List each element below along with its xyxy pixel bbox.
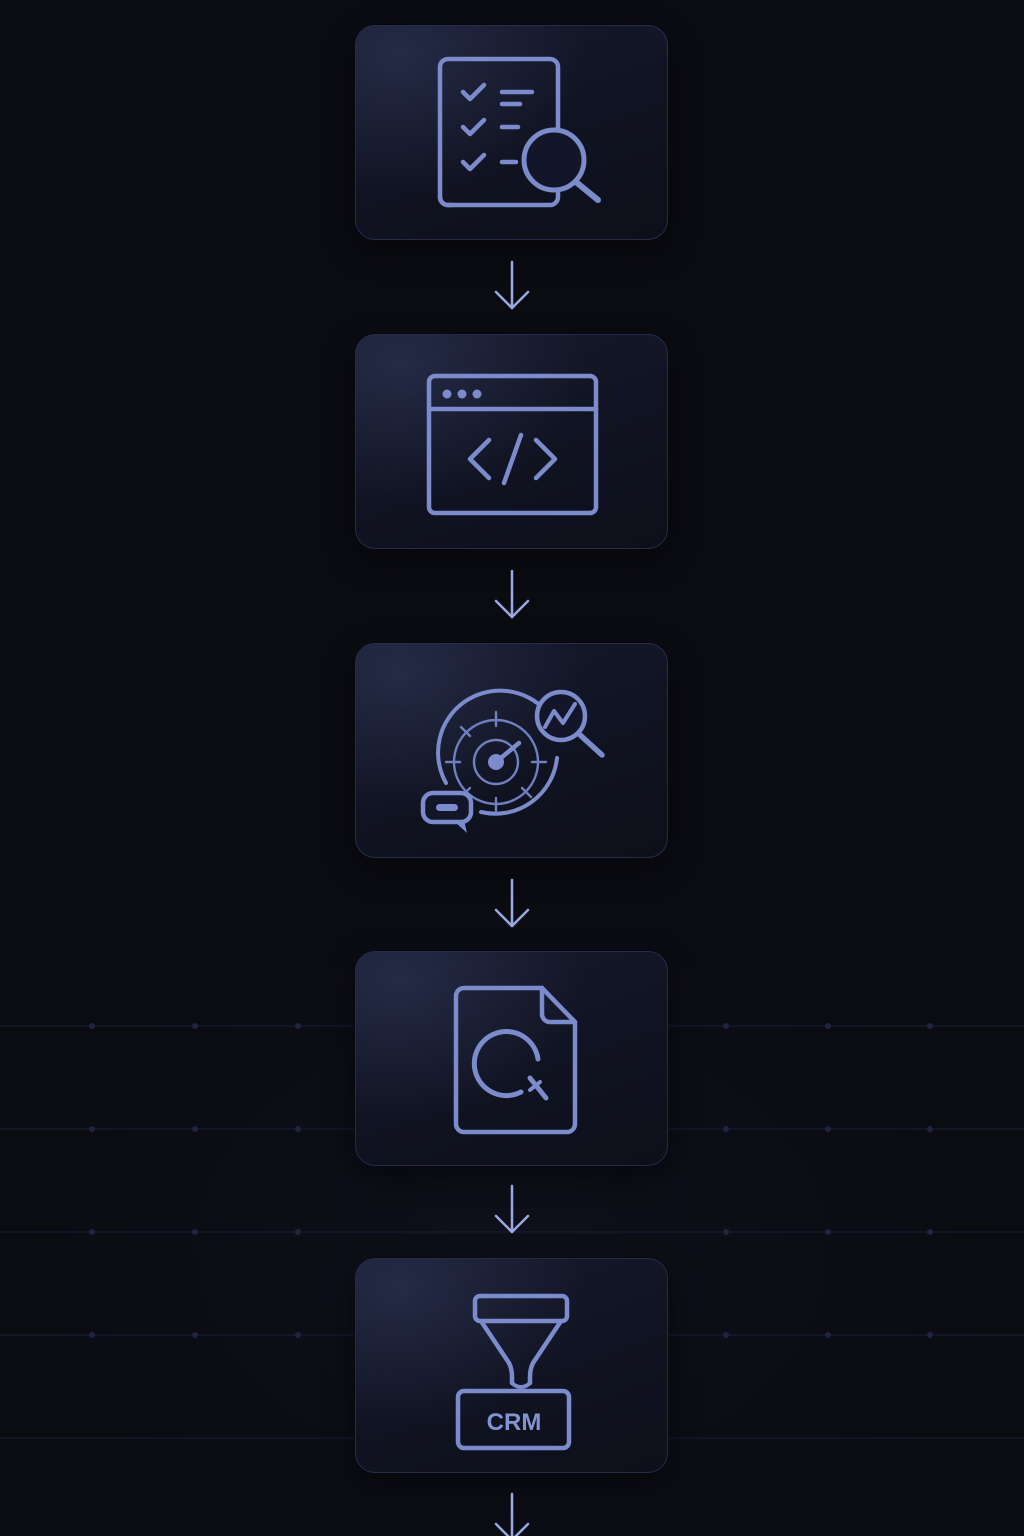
checklist-search-icon [437,56,601,208]
arrow-down-icon [494,1184,530,1234]
arrow-down-icon [494,1492,530,1536]
browser-code-icon [426,373,599,516]
step-card-crm: CRM [355,1258,668,1473]
step-card-checklist [355,25,668,240]
step-card-performance [355,643,668,858]
arrow-down-icon [494,260,530,310]
step-card-report [355,951,668,1166]
step-card-code [355,334,668,549]
crm-label: CRM [487,1409,542,1436]
document-report-icon [453,985,578,1135]
arrow-down-icon [494,569,530,619]
funnel-crm-icon: CRM [455,1293,572,1451]
performance-gauge-analytics-icon [420,688,605,833]
arrow-down-icon [494,878,530,928]
